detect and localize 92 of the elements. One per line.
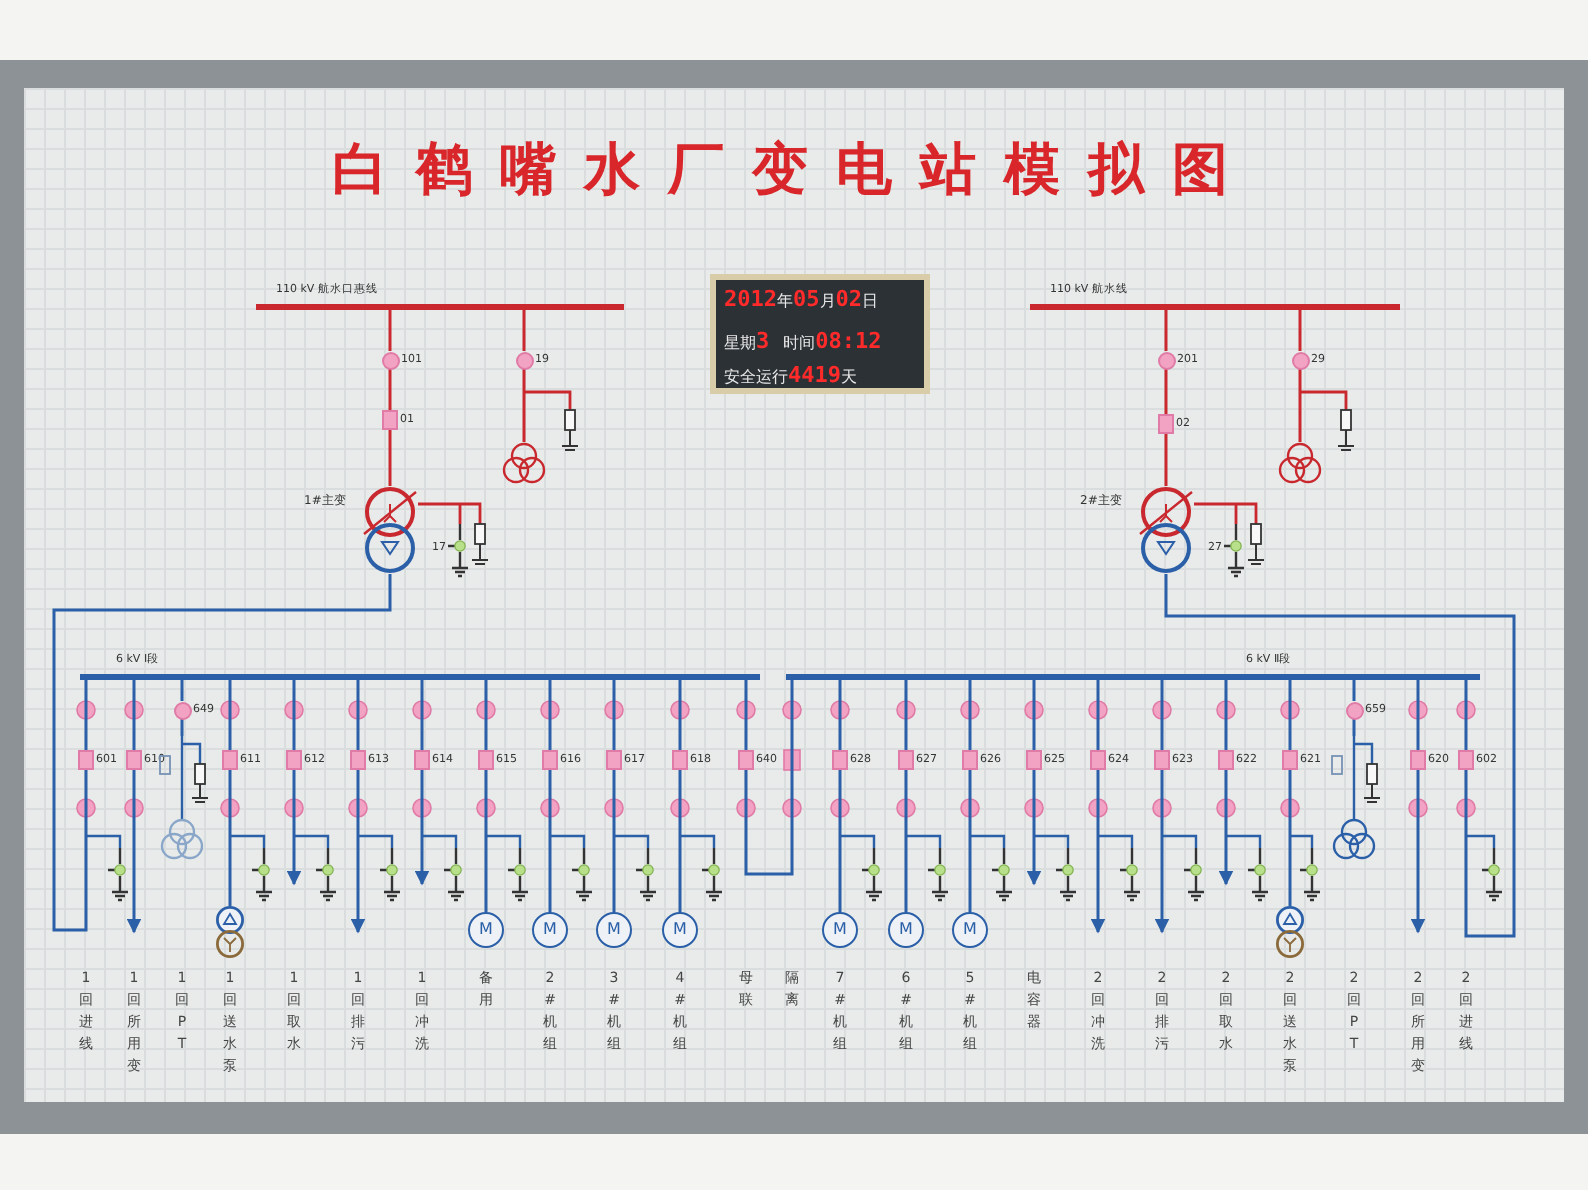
transformer-symbol: [216, 906, 244, 958]
circuit-breaker-symbol: [414, 750, 430, 770]
circuit-breaker-symbol: [1410, 750, 1426, 770]
display-line: 2012年05月02日: [724, 284, 880, 316]
wire: [1032, 680, 1036, 750]
wire: [228, 770, 232, 906]
display-line: 安全运行4419天: [724, 360, 859, 392]
wire: [1160, 680, 1164, 750]
wire: [838, 680, 842, 750]
circuit-breaker-symbol: [962, 750, 978, 770]
wire: [1288, 770, 1292, 906]
wire: [180, 680, 184, 701]
wire: [1224, 680, 1228, 750]
wire: [388, 430, 392, 486]
wire: [292, 680, 296, 750]
wire: [678, 680, 682, 750]
wire: [1298, 369, 1302, 442]
wire: [1026, 770, 1042, 886]
wire: [1164, 434, 1168, 486]
wire: [522, 369, 526, 442]
wire: [678, 770, 682, 912]
wire: [1164, 574, 1516, 938]
wire: [904, 680, 908, 750]
wire: [612, 770, 616, 912]
circuit-breaker-symbol: [832, 750, 848, 770]
circuit-breaker-symbol: [286, 750, 302, 770]
circuit-breaker-symbol: [478, 750, 494, 770]
circuit-breaker-symbol: [382, 410, 398, 430]
wire: [228, 680, 232, 750]
circuit-breaker-symbol: [542, 750, 558, 770]
wire: [84, 680, 88, 750]
wire: [1352, 719, 1356, 736]
wire: [548, 770, 552, 912]
wire: [420, 680, 424, 750]
wire: [1096, 680, 1100, 750]
circuit-breaker-symbol: [1158, 414, 1174, 434]
transformer-symbol: [360, 486, 420, 574]
transformer-symbol: [1276, 906, 1304, 958]
wire: [1410, 770, 1426, 934]
wire: [1464, 680, 1468, 750]
circuit-breaker-symbol: [1154, 750, 1170, 770]
wire: [1298, 310, 1302, 351]
wire: [968, 770, 972, 912]
circuit-breaker-symbol: [222, 750, 238, 770]
wire: [484, 770, 488, 912]
wire: [1154, 770, 1170, 934]
circuit-breaker-symbol: [126, 750, 142, 770]
wire: [1416, 680, 1420, 750]
display-line: 时间08:12: [783, 326, 882, 358]
wire: [522, 310, 526, 351]
wire: [548, 680, 552, 750]
circuit-breaker-symbol: [1282, 750, 1298, 770]
voltage-transformer-symbol: [500, 442, 548, 486]
wire: [180, 719, 184, 736]
circuit-breaker-symbol: [672, 750, 688, 770]
wire: [1352, 680, 1356, 701]
circuit-breaker-symbol: [898, 750, 914, 770]
wire: [414, 770, 430, 886]
wire: [1090, 770, 1106, 934]
wire: [968, 680, 972, 750]
circuit-breaker-symbol: [1090, 750, 1106, 770]
wire: [612, 680, 616, 750]
circuit-breaker-symbol: [606, 750, 622, 770]
wire: [388, 310, 392, 351]
diagram-title: 白鹤嘴水厂变电站模拟图: [330, 134, 1258, 206]
voltage-transformer-symbol: [1276, 442, 1324, 486]
wire: [126, 770, 142, 934]
circuit-breaker-symbol: [350, 750, 366, 770]
wire: [1218, 770, 1234, 886]
wire: [52, 574, 392, 932]
wire: [350, 770, 366, 934]
digital-display: [710, 274, 930, 394]
wire: [484, 680, 488, 750]
voltage-transformer-drawing: [1328, 736, 1380, 860]
circuit-breaker-symbol: [1218, 750, 1234, 770]
display-line: 星期3: [724, 326, 770, 358]
circuit-breaker-symbol: [1026, 750, 1042, 770]
wire: [904, 770, 908, 912]
transformer-symbol: [1136, 486, 1196, 574]
wire: [838, 770, 842, 912]
circuit-breaker-symbol: [1458, 750, 1474, 770]
wire: [132, 680, 136, 750]
wire: [388, 369, 392, 410]
wire: [1164, 310, 1168, 351]
wire: [744, 680, 794, 876]
wire: [356, 680, 360, 750]
circuit-breaker-symbol: [738, 750, 754, 770]
wire: [286, 770, 302, 886]
wire: [1164, 369, 1168, 414]
circuit-breaker-symbol: [78, 750, 94, 770]
wire: [744, 680, 748, 750]
wire: [1288, 680, 1292, 750]
